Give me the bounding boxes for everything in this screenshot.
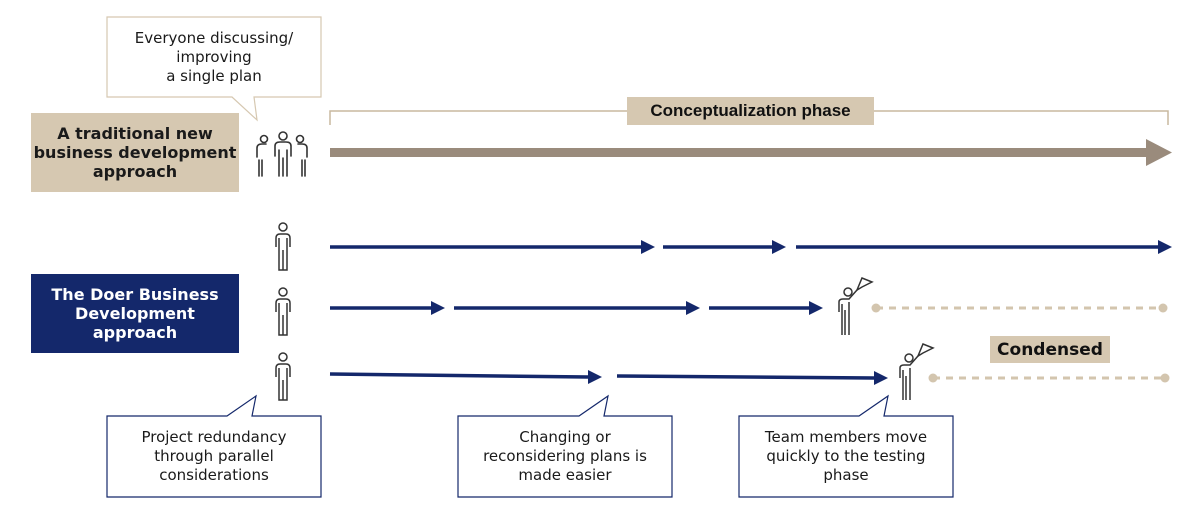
traditional-approach-label: A traditional new business development a… — [31, 113, 239, 192]
person-with-flag-icon — [838, 277, 874, 335]
conceptualization-phase-tag: Conceptualization phase — [627, 97, 874, 125]
callout-changing-bubble — [457, 394, 673, 498]
arrow-segment — [329, 372, 589, 379]
doer-row-1-arrows — [330, 240, 1172, 254]
callout-team-text: Team members move quickly to the testing… — [764, 428, 928, 484]
callout-changing-text: Changing or reconsidering plans is made … — [483, 428, 647, 484]
person-icon — [275, 287, 291, 336]
person-with-flag-icon — [899, 343, 935, 400]
doer-row-2-arrows — [330, 301, 823, 315]
person-icon — [275, 352, 291, 401]
doer-row-2-dashed — [871, 303, 1168, 313]
callout-top-bubble — [106, 16, 322, 122]
callout-redundancy-bubble — [106, 394, 322, 498]
condensed-tag: Condensed — [990, 336, 1110, 363]
doer-approach-label: The Doer Business Development approach — [31, 274, 239, 353]
arrow-segment — [616, 374, 875, 380]
doer-row-3-dashed — [928, 373, 1170, 383]
callout-team-bubble — [738, 394, 954, 498]
traditional-arrow — [330, 139, 1172, 166]
callout-redundancy-text: Project redundancy through parallel cons… — [141, 428, 287, 484]
doer-row-3-arrows — [329, 370, 888, 385]
phase-bracket — [329, 110, 1169, 125]
group-people-icon — [256, 131, 308, 177]
callout-top-text: Everyone discussing/ improving a single … — [134, 28, 294, 85]
person-icon — [275, 222, 291, 271]
